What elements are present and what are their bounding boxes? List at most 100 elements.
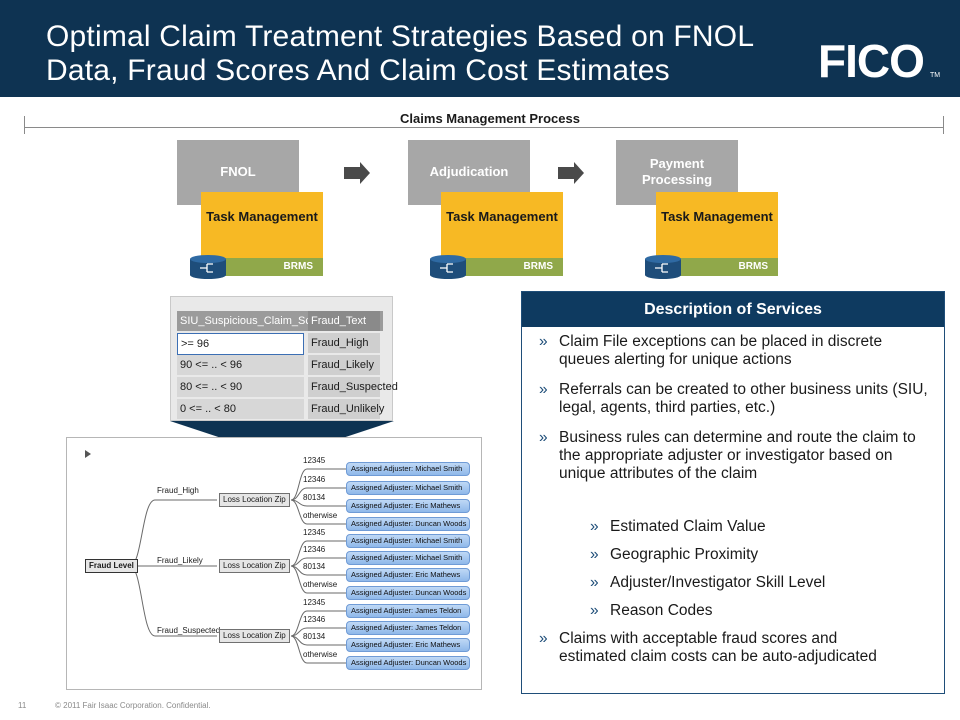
bracket-line: [24, 127, 944, 128]
database-icon: [190, 255, 226, 279]
arrow-right-icon: [558, 162, 584, 184]
score-cell-range: 80 <= .. < 90: [177, 377, 304, 397]
score-cell-text: Fraud_Likely: [308, 355, 380, 375]
bullet-marker: »: [590, 574, 599, 591]
tree-leaf-assignment: Assigned Adjuster: Eric Mathews: [346, 568, 470, 582]
score-table-row: 0 <= .. < 80 Fraud_Unlikely: [177, 399, 384, 419]
slide-title-line-2: Data, Fraud Scores And Claim Cost Estima…: [46, 54, 670, 87]
tree-leaf-assignment: Assigned Adjuster: Michael Smith: [346, 551, 470, 565]
tree-zip-label: 80134: [303, 562, 326, 571]
process-label: Claims Management Process: [400, 111, 580, 126]
stage-fnol-label: FNOL: [220, 164, 256, 179]
description-bullet: » Claims with acceptable fraud scores an…: [539, 630, 879, 666]
tree-zip-label: 12346: [303, 615, 326, 624]
tree-root-node: Fraud Level: [85, 559, 138, 573]
score-table-row: 80 <= .. < 90 Fraud_Suspected: [177, 377, 398, 397]
score-table-row: 90 <= .. < 96 Fraud_Likely: [177, 355, 383, 375]
task-management-adjudication: Task Management: [441, 192, 563, 260]
description-bullet-text: Business rules can determine and route t…: [559, 429, 916, 482]
bracket-right-tick: [943, 116, 944, 134]
title-bar: Optimal Claim Treatment Strategies Based…: [0, 0, 960, 97]
tree-zip-label: otherwise: [303, 511, 338, 520]
score-cell-text: Fraud_Unlikely: [308, 399, 384, 419]
score-cell-text: Fraud_Suspected: [308, 377, 398, 397]
score-table-header-row: SIU_Suspicious_Claim_Score Fraud_Text: [177, 311, 383, 331]
tree-branch-label: Fraud_Likely: [157, 556, 203, 565]
description-sub-bullet: » Adjuster/Investigator Skill Level: [590, 574, 930, 592]
task-management-payment: Task Management: [656, 192, 778, 260]
score-table-row: >= 96 Fraud_High: [177, 333, 383, 355]
tree-zip-label: 12346: [303, 475, 326, 484]
tree-leaf-assignment: Assigned Adjuster: James Teldon: [346, 604, 470, 618]
tree-leaf-assignment: Assigned Adjuster: Eric Mathews: [346, 638, 470, 652]
stage-adjudication-label: Adjudication: [429, 164, 509, 179]
tree-zip-label: 80134: [303, 493, 326, 502]
tree-leaf-assignment: Assigned Adjuster: Duncan Woods: [346, 656, 470, 670]
stage-payment-label-1: Payment: [649, 156, 705, 171]
description-sub-bullet: » Geographic Proximity: [590, 546, 930, 564]
description-bullet: » Business rules can determine and route…: [539, 429, 929, 483]
brms-bar-fnol: BRMS: [201, 258, 323, 276]
description-bullet-text: Referrals can be created to other busine…: [559, 381, 928, 416]
brms-bar-payment: BRMS: [656, 258, 778, 276]
bullet-marker: »: [590, 602, 599, 619]
bullet-marker: »: [539, 429, 548, 446]
score-cell-range: 90 <= .. < 96: [177, 355, 304, 375]
database-icon: [645, 255, 681, 279]
tree-zip-label: 12345: [303, 528, 326, 537]
bullet-marker: »: [590, 546, 599, 563]
slide-title-line-1: Optimal Claim Treatment Strategies Based…: [46, 20, 755, 53]
description-sub-bullet-text: Reason Codes: [610, 602, 713, 619]
tree-zip-label: 12346: [303, 545, 326, 554]
tree-leaf-assignment: Assigned Adjuster: Eric Mathews: [346, 499, 470, 513]
page-number: 11: [18, 701, 27, 710]
tree-zip-label: 12345: [303, 456, 326, 465]
description-sub-bullet: » Reason Codes: [590, 602, 930, 620]
description-sub-bullet-text: Adjuster/Investigator Skill Level: [610, 574, 826, 591]
task-management-fnol: Task Management: [201, 192, 323, 260]
copyright-notice: © 2011 Fair Isaac Corporation. Confident…: [55, 701, 211, 710]
tree-leaf-assignment: Assigned Adjuster: James Teldon: [346, 621, 470, 635]
description-sub-bullet: » Estimated Claim Value: [590, 518, 930, 536]
description-sub-bullet-text: Geographic Proximity: [610, 546, 759, 563]
tree-condition-node: Loss Location Zip: [219, 493, 290, 507]
stage-payment-label-2: Processing: [641, 172, 713, 187]
tree-branch-label: Fraud_High: [157, 486, 199, 495]
tree-leaf-assignment: Assigned Adjuster: Duncan Woods: [346, 517, 470, 531]
arrow-right-icon: [344, 162, 370, 184]
logo-trademark: TM: [930, 72, 941, 79]
tree-condition-node: Loss Location Zip: [219, 629, 290, 643]
tree-leaf-assignment: Assigned Adjuster: Michael Smith: [346, 534, 470, 548]
decision-tree-screenshot: Fraud Level Fraud_High Fraud_Likely Frau…: [66, 437, 482, 690]
bullet-marker: »: [539, 630, 548, 647]
score-cell-range: 0 <= .. < 80: [177, 399, 304, 419]
score-table-screenshot: SIU_Suspicious_Claim_Score Fraud_Text >=…: [170, 296, 398, 421]
description-title: Description of Services: [522, 292, 944, 327]
tree-branch-label: Fraud_Suspected: [157, 626, 221, 635]
bracket-left-tick: [24, 116, 25, 134]
fico-logo: FICO: [818, 35, 925, 87]
brms-bar-adjudication: BRMS: [441, 258, 563, 276]
bullet-marker: »: [590, 518, 599, 535]
tree-leaf-assignment: Assigned Adjuster: Michael Smith: [346, 462, 470, 476]
score-cell-text: Fraud_High: [308, 333, 380, 353]
description-bullet: » Claim File exceptions can be placed in…: [539, 333, 929, 369]
description-bullet-text: Claims with acceptable fraud scores and …: [559, 630, 877, 665]
bullet-marker: »: [539, 333, 548, 350]
tree-zip-label: 12345: [303, 598, 326, 607]
score-table-header-1: SIU_Suspicious_Claim_Score: [180, 315, 327, 327]
tree-leaf-assignment: Assigned Adjuster: Michael Smith: [346, 481, 470, 495]
description-panel: Description of Services » Claim File exc…: [521, 291, 945, 694]
description-sub-bullet-text: Estimated Claim Value: [610, 518, 766, 535]
tree-zip-label: 80134: [303, 632, 326, 641]
bullet-marker: »: [539, 381, 548, 398]
score-cell-range[interactable]: >= 96: [177, 333, 304, 355]
description-bullet-text: Claim File exceptions can be placed in d…: [559, 333, 883, 368]
tree-zip-label: otherwise: [303, 580, 338, 589]
tree-condition-node: Loss Location Zip: [219, 559, 290, 573]
tree-zip-label: otherwise: [303, 650, 338, 659]
score-table-header-2: Fraud_Text: [308, 311, 380, 331]
description-bullet: » Referrals can be created to other busi…: [539, 381, 929, 417]
decision-tree-connectors: [85, 450, 347, 664]
tree-leaf-assignment: Assigned Adjuster: Duncan Woods: [346, 586, 470, 600]
